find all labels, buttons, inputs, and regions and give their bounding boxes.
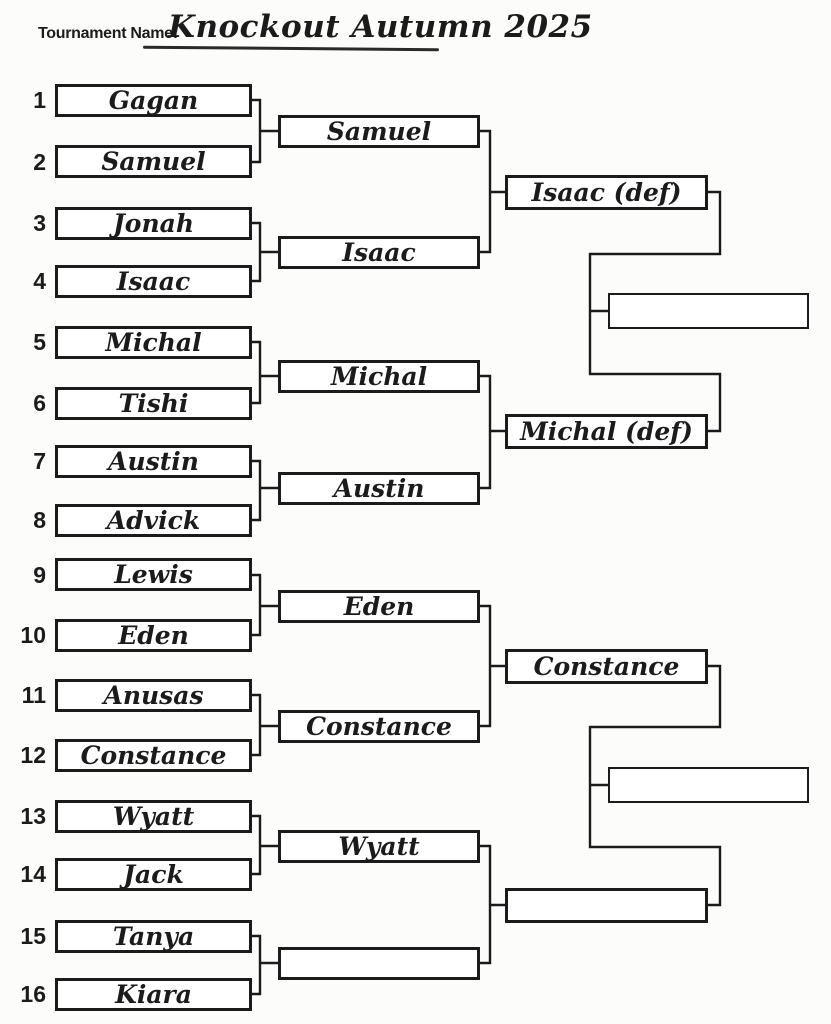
seed-number-11: 11	[21, 682, 46, 708]
seed-number-16: 16	[20, 981, 46, 1007]
round1-slot-8: Advick	[55, 504, 252, 537]
seed-number-2: 2	[33, 149, 46, 175]
seed-number-8: 8	[33, 507, 46, 533]
connector-quarter-3	[478, 604, 507, 728]
connector-quarter-4	[478, 844, 507, 965]
final-slot-2	[608, 767, 809, 803]
seed-number-12: 12	[20, 742, 46, 768]
round1-slot-5: Michal	[55, 326, 252, 359]
round2-slot-8	[278, 947, 480, 980]
round1-slot-10: Eden	[55, 619, 252, 652]
final-slot-1	[608, 293, 809, 329]
round1-slot-4: Isaac	[55, 265, 252, 298]
round1-slot-2: Samuel	[55, 145, 252, 178]
seed-number-15: 15	[20, 923, 46, 949]
round1-slot-16: Kiara	[55, 978, 252, 1011]
connector-pair-4	[252, 459, 280, 522]
connector-pair-5	[252, 573, 280, 637]
round1-slot-12: Constance	[55, 739, 252, 772]
round1-slot-15: Tanya	[55, 920, 252, 953]
seed-number-6: 6	[33, 390, 46, 416]
round2-slot-5: Eden	[278, 590, 480, 623]
seed-number-9: 9	[33, 562, 46, 588]
round1-slot-11: Anusas	[55, 679, 252, 712]
round1-slot-14: Jack	[55, 858, 252, 891]
connector-pair-8	[252, 934, 280, 996]
seed-number-10: 10	[20, 622, 46, 648]
connector-pair-7	[252, 814, 280, 876]
round1-slot-3: Jonah	[55, 207, 252, 240]
round2-slot-3: Michal	[278, 360, 480, 393]
semifinal-slot-4	[505, 888, 708, 923]
tournament-title: Knockout Autumn 2025	[168, 9, 593, 45]
tournament-name-label: Tournament Name:	[38, 25, 178, 42]
seed-number-13: 13	[20, 803, 46, 829]
round1-slot-7: Austin	[55, 445, 252, 478]
seed-number-5: 5	[33, 329, 46, 355]
round1-slot-6: Tishi	[55, 387, 252, 420]
connector-quarter-1	[478, 129, 507, 254]
round2-slot-6: Constance	[278, 710, 480, 743]
round1-slot-9: Lewis	[55, 558, 252, 591]
round1-slot-13: Wyatt	[55, 800, 252, 833]
connector-pair-1	[252, 98, 280, 164]
semifinal-slot-2: Michal (def)	[505, 414, 708, 449]
seed-number-1: 1	[33, 87, 46, 113]
seed-number-4: 4	[33, 268, 46, 294]
seed-number-14: 14	[20, 861, 46, 887]
round2-slot-4: Austin	[278, 472, 480, 505]
round2-slot-1: Samuel	[278, 115, 480, 148]
semifinal-slot-3: Constance	[505, 649, 708, 684]
seed-number-7: 7	[33, 448, 46, 474]
connector-pair-6	[252, 693, 280, 757]
semifinal-slot-1: Isaac (def)	[505, 175, 708, 210]
connector-pair-3	[252, 340, 280, 405]
round1-slot-1: Gagan	[55, 84, 252, 117]
connector-pair-2	[252, 221, 280, 283]
round2-slot-2: Isaac	[278, 236, 480, 269]
round2-slot-7: Wyatt	[278, 830, 480, 863]
seed-number-3: 3	[33, 210, 46, 236]
connector-quarter-2	[478, 374, 507, 490]
connector-semi-bottom	[588, 664, 722, 907]
connector-semi-top	[588, 190, 722, 433]
